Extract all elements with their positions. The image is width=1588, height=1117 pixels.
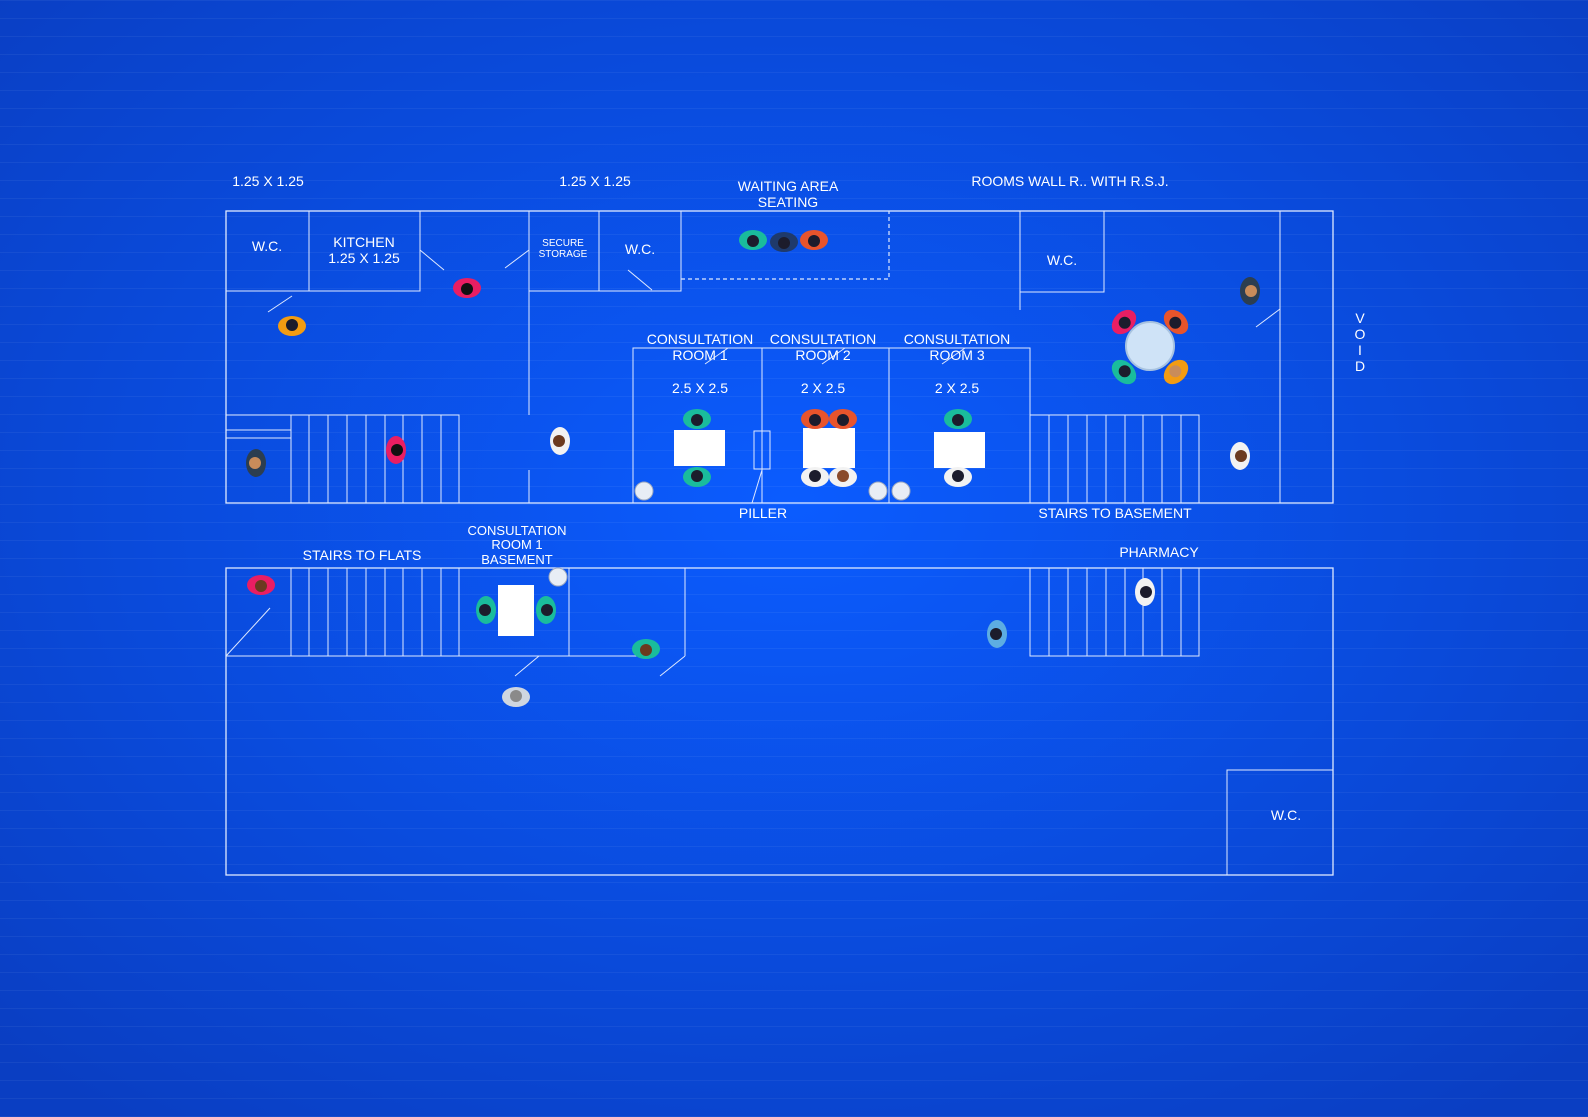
person-seated-icon [800,230,828,250]
desk [674,430,725,466]
person-seated-icon [829,467,857,487]
consultation-room-1-label: CONSULTATION [647,331,754,347]
people [246,230,1260,707]
bin-icon [548,567,568,587]
bin-icon [891,481,911,501]
consultation-room-3-label: CONSULTATION [904,331,1011,347]
wc-label: W.C. [1271,807,1301,823]
person-walking-icon [453,278,481,298]
room-3-size-label: 2 X 2.5 [935,380,980,396]
person-seated-icon [246,449,266,477]
labels: 1.25 X 1.25 1.25 X 1.25 WAITING AREA SEA… [232,173,1365,823]
void-label: I [1358,342,1362,358]
storage-size-label: 1.25 X 1.25 [559,173,631,189]
desk [934,432,985,468]
consultation-room-2-label: CONSULTATION [770,331,877,347]
person-seated-icon [829,409,857,429]
furniture [498,321,1175,636]
person-seated-icon [683,409,711,429]
consultation-room-2-label: ROOM 2 [795,347,850,363]
person-seated-icon [801,467,829,487]
person-walking-icon [1240,277,1260,305]
basement-consultation-label: BASEMENT [481,552,553,567]
void-label: O [1355,326,1366,342]
stairs-to-basement-label: STAIRS TO BASEMENT [1038,505,1192,521]
stairs-to-flats-label: STAIRS TO FLATS [303,547,422,563]
kitchen-label: KITCHEN [333,234,394,250]
person-walking-icon [632,639,660,659]
person-seated-icon [1111,359,1137,385]
person-walking-icon [1135,578,1155,606]
desk [803,428,855,468]
consultation-room-3-label: ROOM 3 [929,347,984,363]
desk [498,585,534,636]
kitchen-size-label: 1.25 X 1.25 [328,250,400,266]
room-1-size-label: 2.5 X 2.5 [672,380,728,396]
person-seated-icon [683,467,711,487]
void-label: V [1355,310,1365,326]
person-walking-icon [247,575,275,595]
bin-icon [868,481,888,501]
wc-label: W.C. [625,241,655,257]
person-seated-icon [801,409,829,429]
person-seated-icon [770,232,798,252]
waiting-area-label: WAITING AREA [738,178,839,194]
person-walking-icon [278,316,306,336]
person-seated-icon [739,230,767,250]
room-2-size-label: 2 X 2.5 [801,380,846,396]
bin-icon [634,481,654,501]
pharmacy-label: PHARMACY [1119,544,1199,560]
basement-consultation-label: CONSULTATION [468,523,567,538]
person-seated-icon [1111,309,1137,335]
person-seated-icon [944,409,972,429]
person-seated-icon [1163,359,1189,385]
wc-size-label: 1.25 X 1.25 [232,173,304,189]
round-table [1125,321,1175,371]
rooms-wall-label: ROOMS WALL R.. WITH R.S.J. [971,173,1168,189]
person-seated-icon [944,467,972,487]
secure-storage-label: STORAGE [539,249,588,260]
void-label: D [1355,358,1365,374]
person-walking-icon [1230,442,1250,470]
waiting-seating-label: SEATING [758,194,818,210]
piller-label: PILLER [739,505,787,521]
person-seated-icon [476,596,496,624]
person-walking-icon [502,687,530,707]
wc-label: W.C. [1047,252,1077,268]
wc-label: W.C. [252,238,282,254]
person-walking-icon [987,620,1007,648]
basement-consultation-label: ROOM 1 [491,537,542,552]
person-walking-icon [550,427,570,455]
person-walking-icon [386,436,406,464]
secure-storage-label: SECURE [542,238,584,249]
person-seated-icon [1163,309,1189,335]
person-seated-icon [536,596,556,624]
consultation-room-1-label: ROOM 1 [672,347,727,363]
